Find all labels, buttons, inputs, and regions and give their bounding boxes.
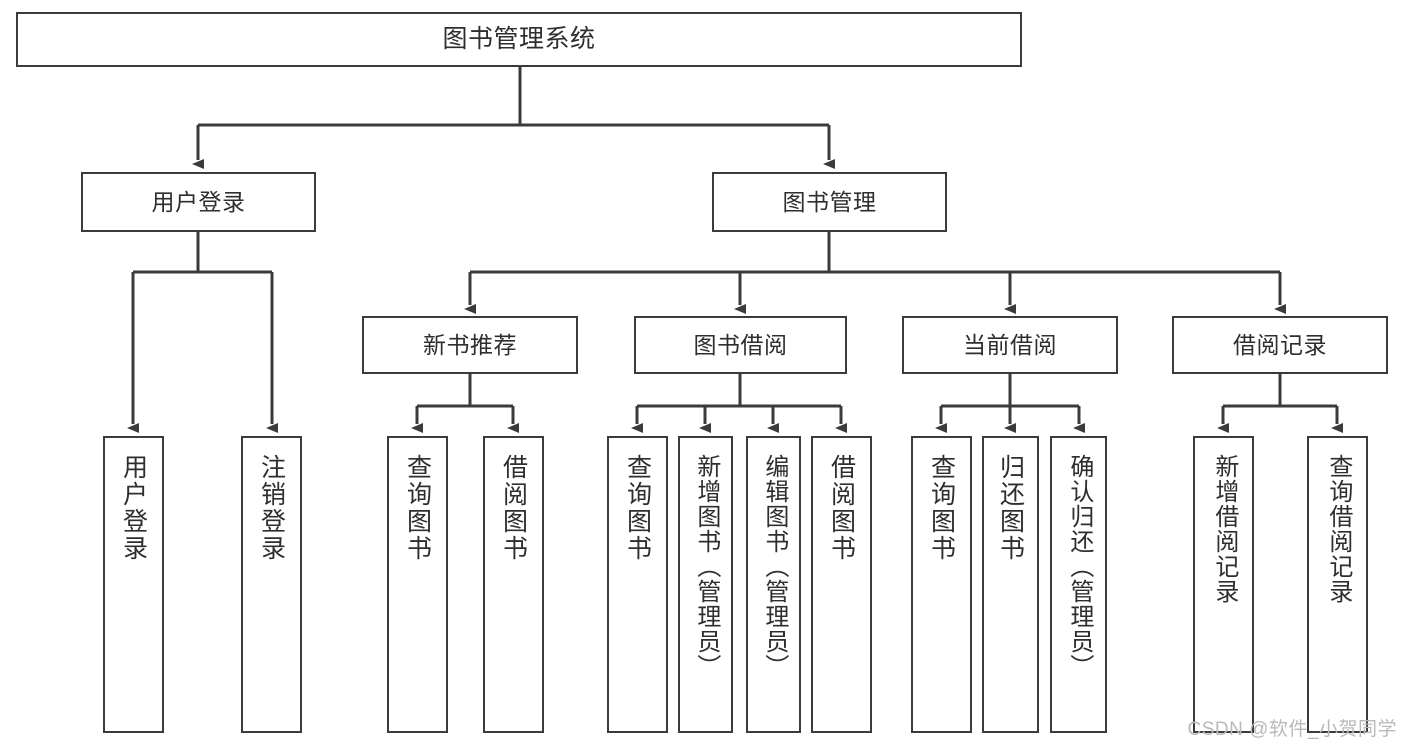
node-leaf-record-add[interactable]: 新增借阅记录 (1193, 436, 1254, 733)
node-book-management[interactable]: 图书管理 (712, 172, 947, 232)
node-label: 用户登录 (119, 454, 148, 562)
node-book-borrow[interactable]: 图书借阅 (634, 316, 847, 374)
node-leaf-recommend-query-book[interactable]: 查询图书 (387, 436, 448, 733)
node-label: 编辑图书（管理员） (760, 454, 788, 679)
node-label: 借阅记录 (1233, 331, 1327, 358)
node-current-borrow[interactable]: 当前借阅 (902, 316, 1118, 374)
node-label: 图书管理 (782, 188, 877, 215)
node-label: 新增图书（管理员） (692, 454, 720, 679)
node-label: 新书推荐 (423, 331, 517, 358)
node-label: 用户登录 (151, 188, 246, 215)
node-user-login[interactable]: 用户登录 (81, 172, 316, 232)
node-label: 查询图书 (403, 454, 432, 562)
node-leaf-borrow-edit-book[interactable]: 编辑图书（管理员） (746, 436, 801, 733)
node-leaf-current-return-book[interactable]: 归还图书 (982, 436, 1039, 733)
node-label: 归还图书 (996, 454, 1025, 562)
node-label: 查询图书 (927, 454, 956, 562)
node-label: 确认归还（管理员） (1065, 454, 1093, 679)
node-label: 注销登录 (257, 454, 286, 562)
node-leaf-current-query-book[interactable]: 查询图书 (911, 436, 972, 733)
node-label: 图书借阅 (693, 331, 788, 358)
node-leaf-borrow-borrow-book[interactable]: 借阅图书 (811, 436, 872, 733)
node-leaf-recommend-borrow-book[interactable]: 借阅图书 (483, 436, 544, 733)
node-borrow-record[interactable]: 借阅记录 (1172, 316, 1388, 374)
node-label: 查询图书 (623, 454, 652, 562)
node-leaf-borrow-query-book[interactable]: 查询图书 (607, 436, 668, 733)
node-label: 图书管理系统 (442, 25, 596, 54)
node-label: 当前借阅 (963, 331, 1057, 358)
node-root-system[interactable]: 图书管理系统 (16, 12, 1022, 67)
node-leaf-record-query[interactable]: 查询借阅记录 (1307, 436, 1368, 733)
node-label: 新增借阅记录 (1210, 454, 1238, 604)
node-leaf-logout[interactable]: 注销登录 (241, 436, 302, 733)
node-label: 查询借阅记录 (1324, 454, 1352, 604)
node-leaf-current-confirm-return[interactable]: 确认归还（管理员） (1050, 436, 1107, 733)
node-leaf-borrow-add-book[interactable]: 新增图书（管理员） (678, 436, 733, 733)
watermark: CSDN @软件_小贺同学 (1187, 719, 1397, 740)
node-new-book-recommend[interactable]: 新书推荐 (362, 316, 578, 374)
node-leaf-user-login[interactable]: 用户登录 (103, 436, 164, 733)
node-label: 借阅图书 (827, 454, 856, 562)
node-label: 借阅图书 (499, 454, 528, 562)
